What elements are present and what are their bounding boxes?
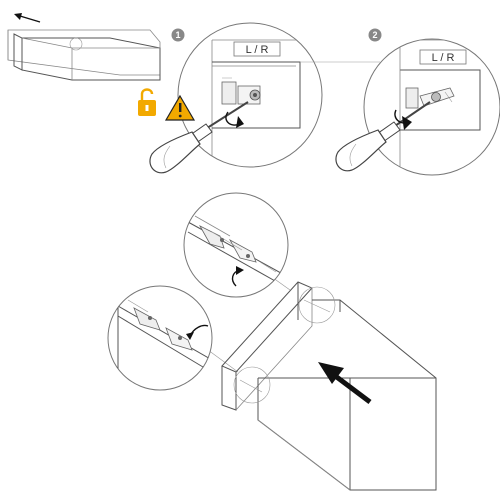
curved-arrow-icon-lower <box>186 324 209 340</box>
slide-detail-upper <box>183 192 289 298</box>
step-1-badge: 1 <box>171 28 185 42</box>
drawer-insertion <box>207 264 437 491</box>
arrow-left-icon <box>14 13 41 23</box>
push-arrow-icon <box>318 362 372 404</box>
drawer-overview <box>7 13 161 81</box>
svg-text:2: 2 <box>372 30 377 40</box>
warning-icon <box>164 94 196 121</box>
rotate-arrow-icon <box>225 111 244 128</box>
slide-detail-lower <box>107 285 213 391</box>
svg-text:1: 1 <box>175 30 180 40</box>
step-2-badge: 2 <box>368 28 382 42</box>
step-2-detail: 2 L / R <box>335 28 500 176</box>
step-1-detail: 1 L / R <box>138 22 323 174</box>
rotate-arrow-icon-2 <box>394 109 412 130</box>
curved-arrow-icon-upper <box>231 266 244 287</box>
side-label-1: L / R <box>246 44 269 56</box>
side-label-2: L / R <box>432 52 455 64</box>
unlock-icon <box>138 88 156 116</box>
